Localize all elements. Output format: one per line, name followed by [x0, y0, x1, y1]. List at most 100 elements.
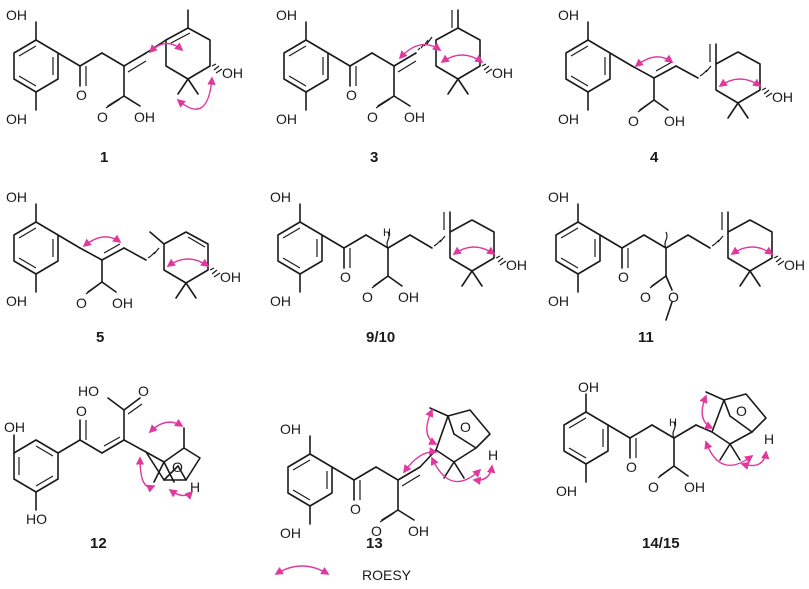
hydroxyl-label: OH: [6, 293, 27, 309]
compound-id: 1: [100, 149, 108, 166]
compound-9-10-roesy: [452, 246, 496, 255]
hydrogen-label: H: [190, 479, 200, 495]
compound-5-structure: [13, 203, 221, 299]
compound-4-roesy: [634, 54, 762, 87]
ether-oxygen-label: O: [460, 419, 471, 435]
roesy-arrow: [82, 234, 122, 248]
roesy-legend-arrow: [274, 565, 330, 575]
compound-1-structure: [13, 9, 223, 111]
hydroxyl-label: OH: [784, 257, 805, 273]
hydroxyl-label: OH: [558, 111, 579, 127]
roesy-arrow: [135, 456, 156, 493]
carbonyl-oxygen-label: O: [362, 289, 373, 305]
compound-id: 5: [96, 329, 104, 346]
compound-9-10-structure: [277, 203, 507, 293]
compound-id: 3: [370, 149, 378, 166]
acid-hydroxyl-label: OH: [404, 109, 425, 125]
carbonyl-oxygen-label: O: [618, 269, 629, 285]
compound-11-roesy: [730, 246, 774, 255]
acid-hydroxyl-label: OH: [684, 479, 705, 495]
acid-hydroxyl-label: OH: [112, 295, 133, 311]
compound-11-labels: OH OH O O O OH 11: [548, 189, 805, 346]
carbonyl-oxygen-label: O: [76, 87, 87, 103]
compound-14-15-labels: OH OH O O OH H O H 14/15: [556, 379, 774, 552]
carbonyl-oxygen-label: O: [76, 295, 87, 311]
carbonyl-oxygen-label: O: [350, 501, 361, 517]
roesy-arrow: [718, 78, 762, 87]
roesy-arrow: [425, 408, 438, 445]
acid-hydroxyl-label: OH: [398, 289, 419, 305]
compound-13-labels: OH OH O O OH O H 13: [280, 419, 498, 552]
acid-hydroxyl-label: OH: [408, 523, 429, 539]
compound-id: 13: [366, 535, 383, 552]
roesy-arrow: [148, 42, 184, 54]
hydroxyl-label: OH: [556, 483, 577, 499]
compound-1-roesy: [148, 42, 216, 110]
carbonyl-oxygen-label: O: [626, 459, 637, 475]
compound-3-roesy: [398, 42, 484, 63]
carbonyl-oxygen-label: O: [346, 87, 357, 103]
hydroxyl-label: OH: [6, 7, 27, 23]
carbonyl-oxygen-label: O: [371, 523, 382, 539]
compound-3-structure: [283, 9, 493, 111]
hydroxyl-label: OH: [578, 379, 599, 395]
hydroxyl-label: OH: [6, 189, 27, 205]
compound-id: 12: [90, 535, 107, 552]
hydroxyl-label: OH: [276, 7, 297, 23]
roesy-arrow: [176, 76, 216, 110]
carbonyl-oxygen-label: O: [628, 113, 639, 129]
legend-label: ROESY: [362, 567, 412, 583]
compound-11-structure: [555, 203, 785, 321]
carbonyl-oxygen-label: O: [640, 289, 651, 305]
roesy-arrow: [403, 447, 438, 474]
hydroxyl-label: OH: [270, 293, 291, 309]
hydroxyl-label: HO: [26, 511, 47, 527]
acid-hydroxyl-label: OH: [664, 113, 685, 129]
roesy-arrow: [148, 418, 184, 434]
legend: ROESY: [274, 565, 412, 583]
hydroxyl-label: OH: [548, 293, 569, 309]
acid-hydroxyl-label: OH: [134, 109, 155, 125]
roesy-arrow: [699, 394, 714, 429]
compound-id: 9/10: [366, 329, 395, 346]
compound-5-roesy: [82, 234, 210, 267]
ether-oxygen-label: O: [736, 403, 747, 419]
roesy-arrow: [472, 464, 496, 485]
roesy-arrow: [634, 54, 674, 68]
hydrogen-label: H: [488, 447, 498, 463]
hydroxyl-label: OH: [222, 65, 243, 81]
carbonyl-oxygen-label: O: [138, 383, 149, 399]
carbonyl-oxygen-label: O: [340, 269, 351, 285]
roesy-arrow: [452, 246, 496, 255]
compound-9-10-labels: OH OH O O OH H OH 9/10: [270, 189, 527, 346]
hydrogen-label: H: [669, 417, 677, 429]
carbonyl-oxygen-label: O: [76, 403, 87, 419]
roesy-arrow: [730, 246, 774, 255]
roesy-arrow: [168, 489, 194, 500]
roesy-arrow: [166, 258, 210, 267]
hydroxyl-label: OH: [506, 257, 527, 273]
compound-4-labels: OH OH O OH OH 4: [558, 7, 793, 166]
compound-5-labels: OH OH O OH OH 5: [6, 189, 241, 346]
hydroxyl-label: OH: [270, 189, 291, 205]
ester-oxygen-label: O: [668, 289, 679, 305]
compound-12-roesy: [135, 418, 194, 500]
compound-3-labels: OH OH O O OH OH 3: [276, 7, 513, 166]
hydroxyl-label: OH: [276, 111, 297, 127]
hydroxyl-label: OH: [4, 419, 25, 435]
compound-12-labels: OH HO O HO O O H 12: [4, 383, 200, 552]
compound-id: 14/15: [642, 535, 680, 552]
compound-4-structure: [565, 21, 773, 119]
hydroxyl-label: OH: [772, 89, 793, 105]
hydroxyl-label: OH: [220, 269, 241, 285]
compound-1-labels: OH OH O O OH OH 1: [6, 7, 243, 166]
roesy-arrow: [740, 450, 770, 470]
compound-13-roesy: [403, 408, 496, 485]
carbonyl-oxygen-label: O: [97, 109, 108, 125]
compound-id: 11: [638, 329, 654, 346]
roesy-arrow: [440, 54, 484, 63]
hydroxyl-label: OH: [492, 65, 513, 81]
hydroxyl-label: OH: [6, 111, 27, 127]
carbonyl-oxygen-label: O: [367, 109, 378, 125]
